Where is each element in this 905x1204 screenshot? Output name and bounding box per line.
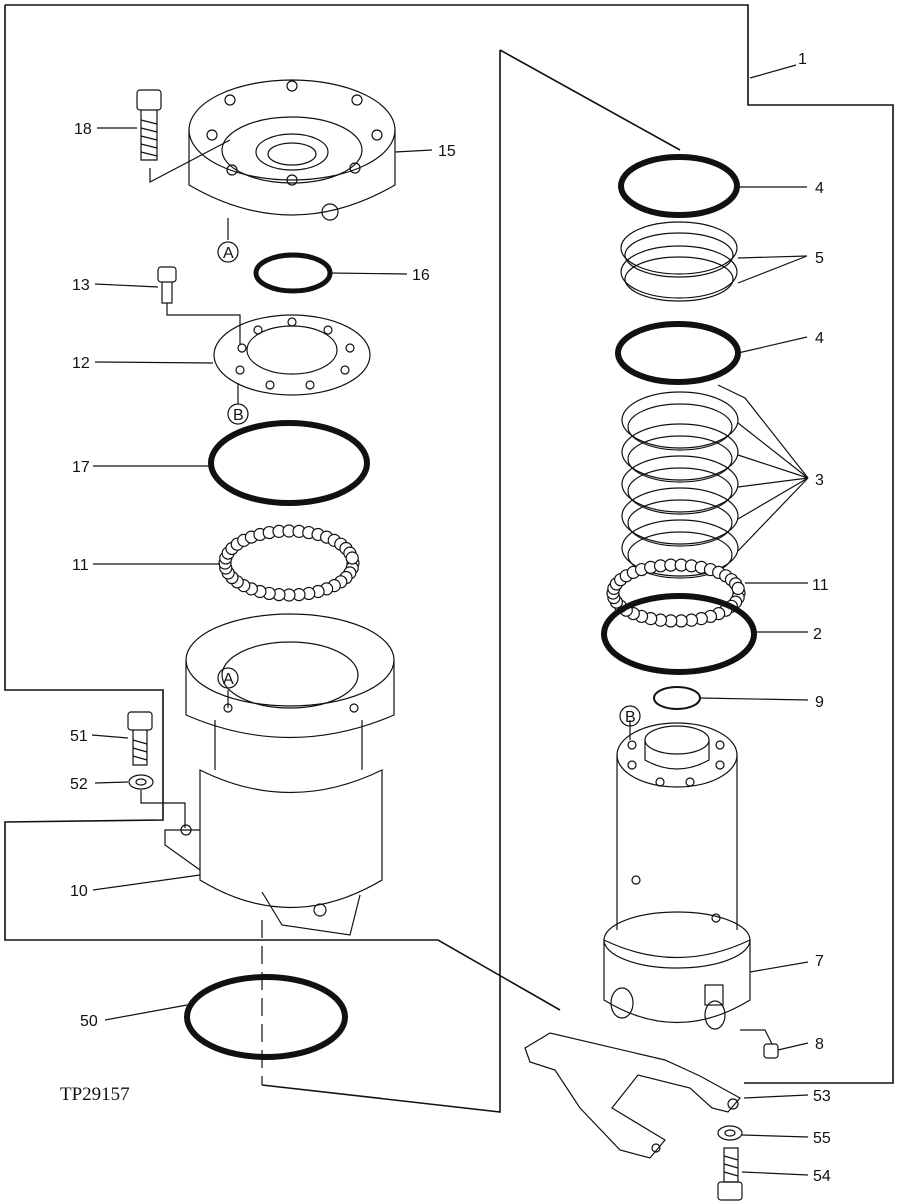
bolt-part-54 bbox=[717, 1147, 743, 1201]
callout-4-top: 4 bbox=[815, 180, 824, 197]
bracket-part-53 bbox=[524, 1032, 741, 1159]
rotor-part-7 bbox=[603, 722, 751, 1030]
bracket-hole bbox=[651, 1143, 661, 1153]
callout-12: 12 bbox=[72, 355, 90, 372]
svg-text:A: A bbox=[223, 245, 234, 262]
leader-lines bbox=[91, 64, 809, 1176]
svg-text:A: A bbox=[223, 671, 234, 688]
marker-b-plate: B bbox=[227, 403, 249, 425]
bearing-ball bbox=[345, 551, 359, 565]
bracket-hole bbox=[727, 1098, 739, 1110]
callout-52: 52 bbox=[70, 776, 88, 793]
callout-9: 9 bbox=[815, 694, 824, 711]
callout-17: 17 bbox=[72, 459, 90, 476]
callout-18: 18 bbox=[74, 121, 92, 138]
callout-51: 51 bbox=[70, 728, 88, 745]
o-ring-part-4-lower bbox=[615, 321, 741, 385]
assembly-frame-left bbox=[5, 4, 894, 1084]
swivel-cover-part-15 bbox=[188, 79, 396, 221]
figure-reference: TP29157 bbox=[60, 1084, 130, 1105]
seal-stack-part-3 bbox=[621, 391, 739, 579]
callout-11-left: 11 bbox=[72, 557, 89, 574]
callout-15: 15 bbox=[438, 143, 456, 160]
assembly-frame-right bbox=[261, 49, 681, 1113]
marker-a-top: A bbox=[217, 241, 239, 263]
callout-54: 54 bbox=[813, 1168, 831, 1185]
callout-5: 5 bbox=[815, 250, 824, 267]
callout-3: 3 bbox=[815, 472, 824, 489]
svg-text:B: B bbox=[625, 709, 636, 726]
callout-16: 16 bbox=[412, 267, 430, 284]
callout-2: 2 bbox=[813, 626, 822, 643]
plate-part-12 bbox=[213, 314, 371, 396]
callout-4-lower: 4 bbox=[815, 330, 824, 347]
plug-part-8 bbox=[740, 1029, 779, 1059]
bolt-part-51 bbox=[127, 711, 153, 766]
screw-part-13 bbox=[157, 266, 241, 345]
ball-ring-part-11-right bbox=[606, 558, 746, 628]
callout-1: 1 bbox=[798, 51, 807, 68]
o-ring-part-2 bbox=[601, 593, 757, 675]
o-ring-part-17 bbox=[208, 420, 370, 506]
washer-part-52 bbox=[128, 774, 186, 828]
assembly-frame-left-body bbox=[4, 5, 561, 1011]
callout-55: 55 bbox=[813, 1130, 831, 1147]
o-ring-part-50 bbox=[184, 974, 348, 1060]
callout-7: 7 bbox=[815, 953, 824, 970]
ball-ring-part-11-left bbox=[218, 524, 360, 602]
svg-text:B: B bbox=[233, 407, 244, 424]
callout-8: 8 bbox=[815, 1036, 824, 1053]
seal-rings-part-5 bbox=[620, 221, 738, 302]
housing-part-10 bbox=[164, 613, 395, 936]
marker-b-rotor: B bbox=[619, 705, 641, 727]
marker-a-housing: A bbox=[217, 667, 239, 689]
callout-53: 53 bbox=[813, 1088, 831, 1105]
callout-13: 13 bbox=[72, 277, 90, 294]
callout-50: 50 bbox=[80, 1013, 98, 1030]
callout-10: 10 bbox=[70, 883, 88, 900]
callout-11-right: 11 bbox=[812, 577, 829, 594]
washer-part-55 bbox=[717, 1125, 743, 1141]
bearing-ball bbox=[731, 581, 745, 595]
o-ring-part-4-top bbox=[618, 154, 740, 218]
cap-screw-part-18 bbox=[136, 89, 231, 183]
o-ring-part-9 bbox=[653, 686, 701, 710]
o-ring-part-16 bbox=[253, 252, 333, 294]
